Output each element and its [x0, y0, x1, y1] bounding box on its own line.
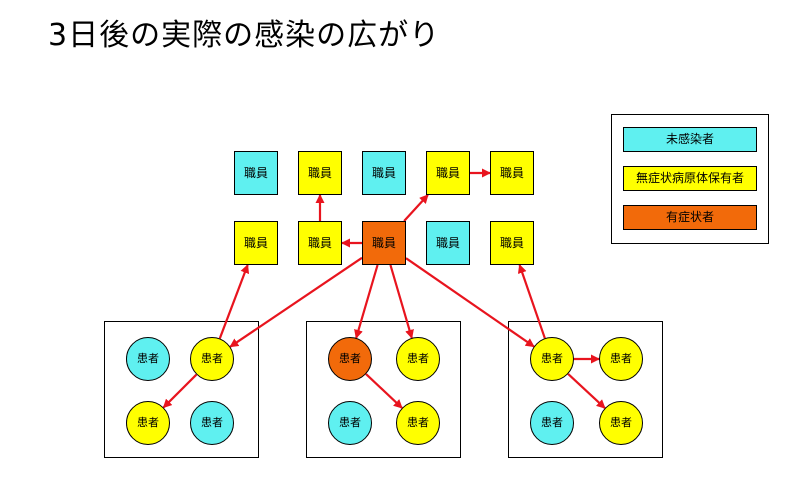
patient-node: 患者 [328, 401, 372, 445]
legend-symptomatic: 有症状者 [623, 205, 757, 230]
patient-node: 患者 [530, 401, 574, 445]
patient-node: 患者 [599, 337, 643, 381]
staff-node: 職員 [426, 151, 470, 195]
patient-node: 患者 [190, 337, 234, 381]
transmission-arrow [389, 264, 414, 339]
patient-node: 患者 [530, 337, 574, 381]
patient-node: 患者 [396, 401, 440, 445]
transmission-arrow [405, 257, 535, 348]
patient-node: 患者 [328, 337, 372, 381]
transmission-arrow [229, 256, 363, 348]
staff-node: 職員 [298, 151, 342, 195]
transmission-arrow [365, 373, 403, 409]
staff-node: 職員 [362, 151, 406, 195]
staff-node: 職員 [490, 221, 534, 265]
patient-node: 患者 [190, 401, 234, 445]
staff-node: 職員 [234, 151, 278, 195]
page-title: 3日後の実際の感染の広がり [48, 18, 441, 53]
patient-node: 患者 [599, 401, 643, 445]
staff-node: 職員 [490, 151, 534, 195]
staff-node: 職員 [426, 221, 470, 265]
transmission-arrow [567, 373, 606, 409]
transmission-arrow [162, 373, 198, 409]
transmission-arrow [218, 264, 250, 339]
transmission-arrow [403, 194, 429, 222]
staff-node: 職員 [234, 221, 278, 265]
transmission-arrow [517, 264, 546, 339]
legend-carrier: 無症状病原体保有者 [623, 166, 757, 191]
legend: 未感染者 無症状病原体保有者 有症状者 [611, 114, 769, 244]
transmission-arrow [354, 264, 379, 339]
staff-node: 職員 [362, 221, 406, 265]
patient-node: 患者 [126, 337, 170, 381]
patient-node: 患者 [126, 401, 170, 445]
staff-node: 職員 [298, 221, 342, 265]
legend-uninfected: 未感染者 [623, 127, 757, 152]
patient-node: 患者 [396, 337, 440, 381]
